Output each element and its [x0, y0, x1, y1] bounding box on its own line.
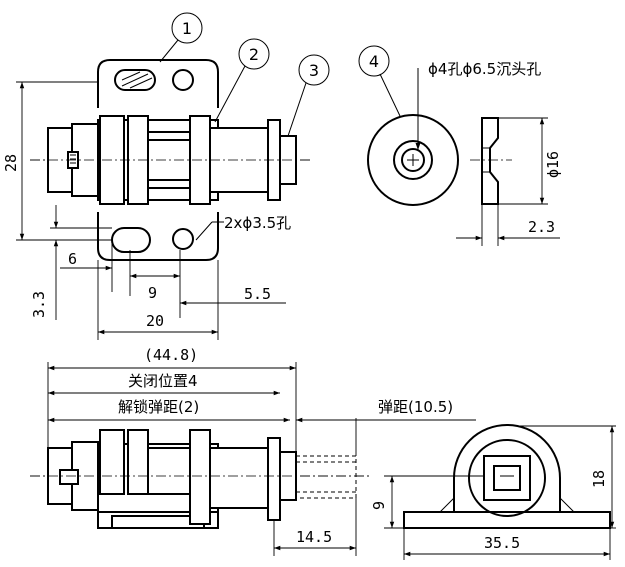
dim-20: 20 [146, 312, 164, 330]
note-spring: 弹距(10.5) [378, 398, 453, 416]
dim-3-3: 3.3 [30, 291, 48, 318]
balloon-2: 2 [214, 38, 270, 123]
side-view: (44.8) 关闭位置4 解锁弹距(2) 弹距(10.5) 14.5 [30, 346, 476, 556]
plunger-extended [295, 455, 357, 499]
end-view: 18 9 35.5 [370, 424, 616, 560]
svg-text:1: 1 [182, 19, 192, 38]
dim-14-5: 14.5 [296, 528, 332, 546]
side-knob [59, 469, 79, 485]
balloon-4 [358, 45, 390, 77]
dim-9: 9 [148, 284, 157, 302]
dim-6: 6 [68, 250, 77, 268]
dim-44-8: (44.8) [144, 346, 198, 364]
dim-5-5: 5.5 [244, 285, 271, 303]
top-view: 1 2 3 28 3.3 6 9 5 [2, 12, 330, 340]
note-closed-position: 关闭位置4 [128, 372, 198, 390]
note-unlock-spring: 解锁弹距(2) [118, 398, 199, 416]
balloon-3: 3 [287, 54, 330, 137]
dim-2-3: 2.3 [528, 218, 555, 236]
side-shaft [209, 447, 269, 509]
note-countersink: ϕ4孔ϕ6.5沉头孔 [428, 60, 541, 78]
end-base [403, 511, 611, 529]
side-sleeve-1 [99, 429, 125, 495]
side-sleeve-3 [189, 429, 211, 525]
note-holes: 2xϕ3.5孔 [224, 214, 291, 232]
washer-view: 4 ϕ4孔ϕ6.5沉头孔 ϕ16 2.3 [358, 45, 562, 246]
side-flange [267, 437, 281, 521]
side-sleeve-2 [127, 429, 149, 495]
dim-18: 18 [590, 470, 608, 488]
washer-outer [367, 114, 459, 206]
svg-text:3: 3 [309, 61, 319, 80]
dim-9-end: 9 [370, 501, 388, 510]
svg-text:4: 4 [369, 52, 379, 71]
washer-countersink [393, 140, 433, 180]
dim-phi16: ϕ16 [544, 151, 562, 178]
hole-top [172, 69, 194, 91]
dim-35-5: 35.5 [484, 534, 520, 552]
washer-section [481, 117, 499, 205]
end-square [483, 455, 531, 501]
slot-top [114, 69, 156, 91]
end-square-inner [493, 465, 521, 491]
svg-text:2: 2 [249, 45, 259, 64]
balloon-1: 1 [159, 12, 203, 63]
dim-28: 28 [2, 154, 20, 172]
end-circle [468, 439, 546, 517]
hole-bottom [172, 228, 194, 250]
washer-hole [401, 148, 425, 172]
